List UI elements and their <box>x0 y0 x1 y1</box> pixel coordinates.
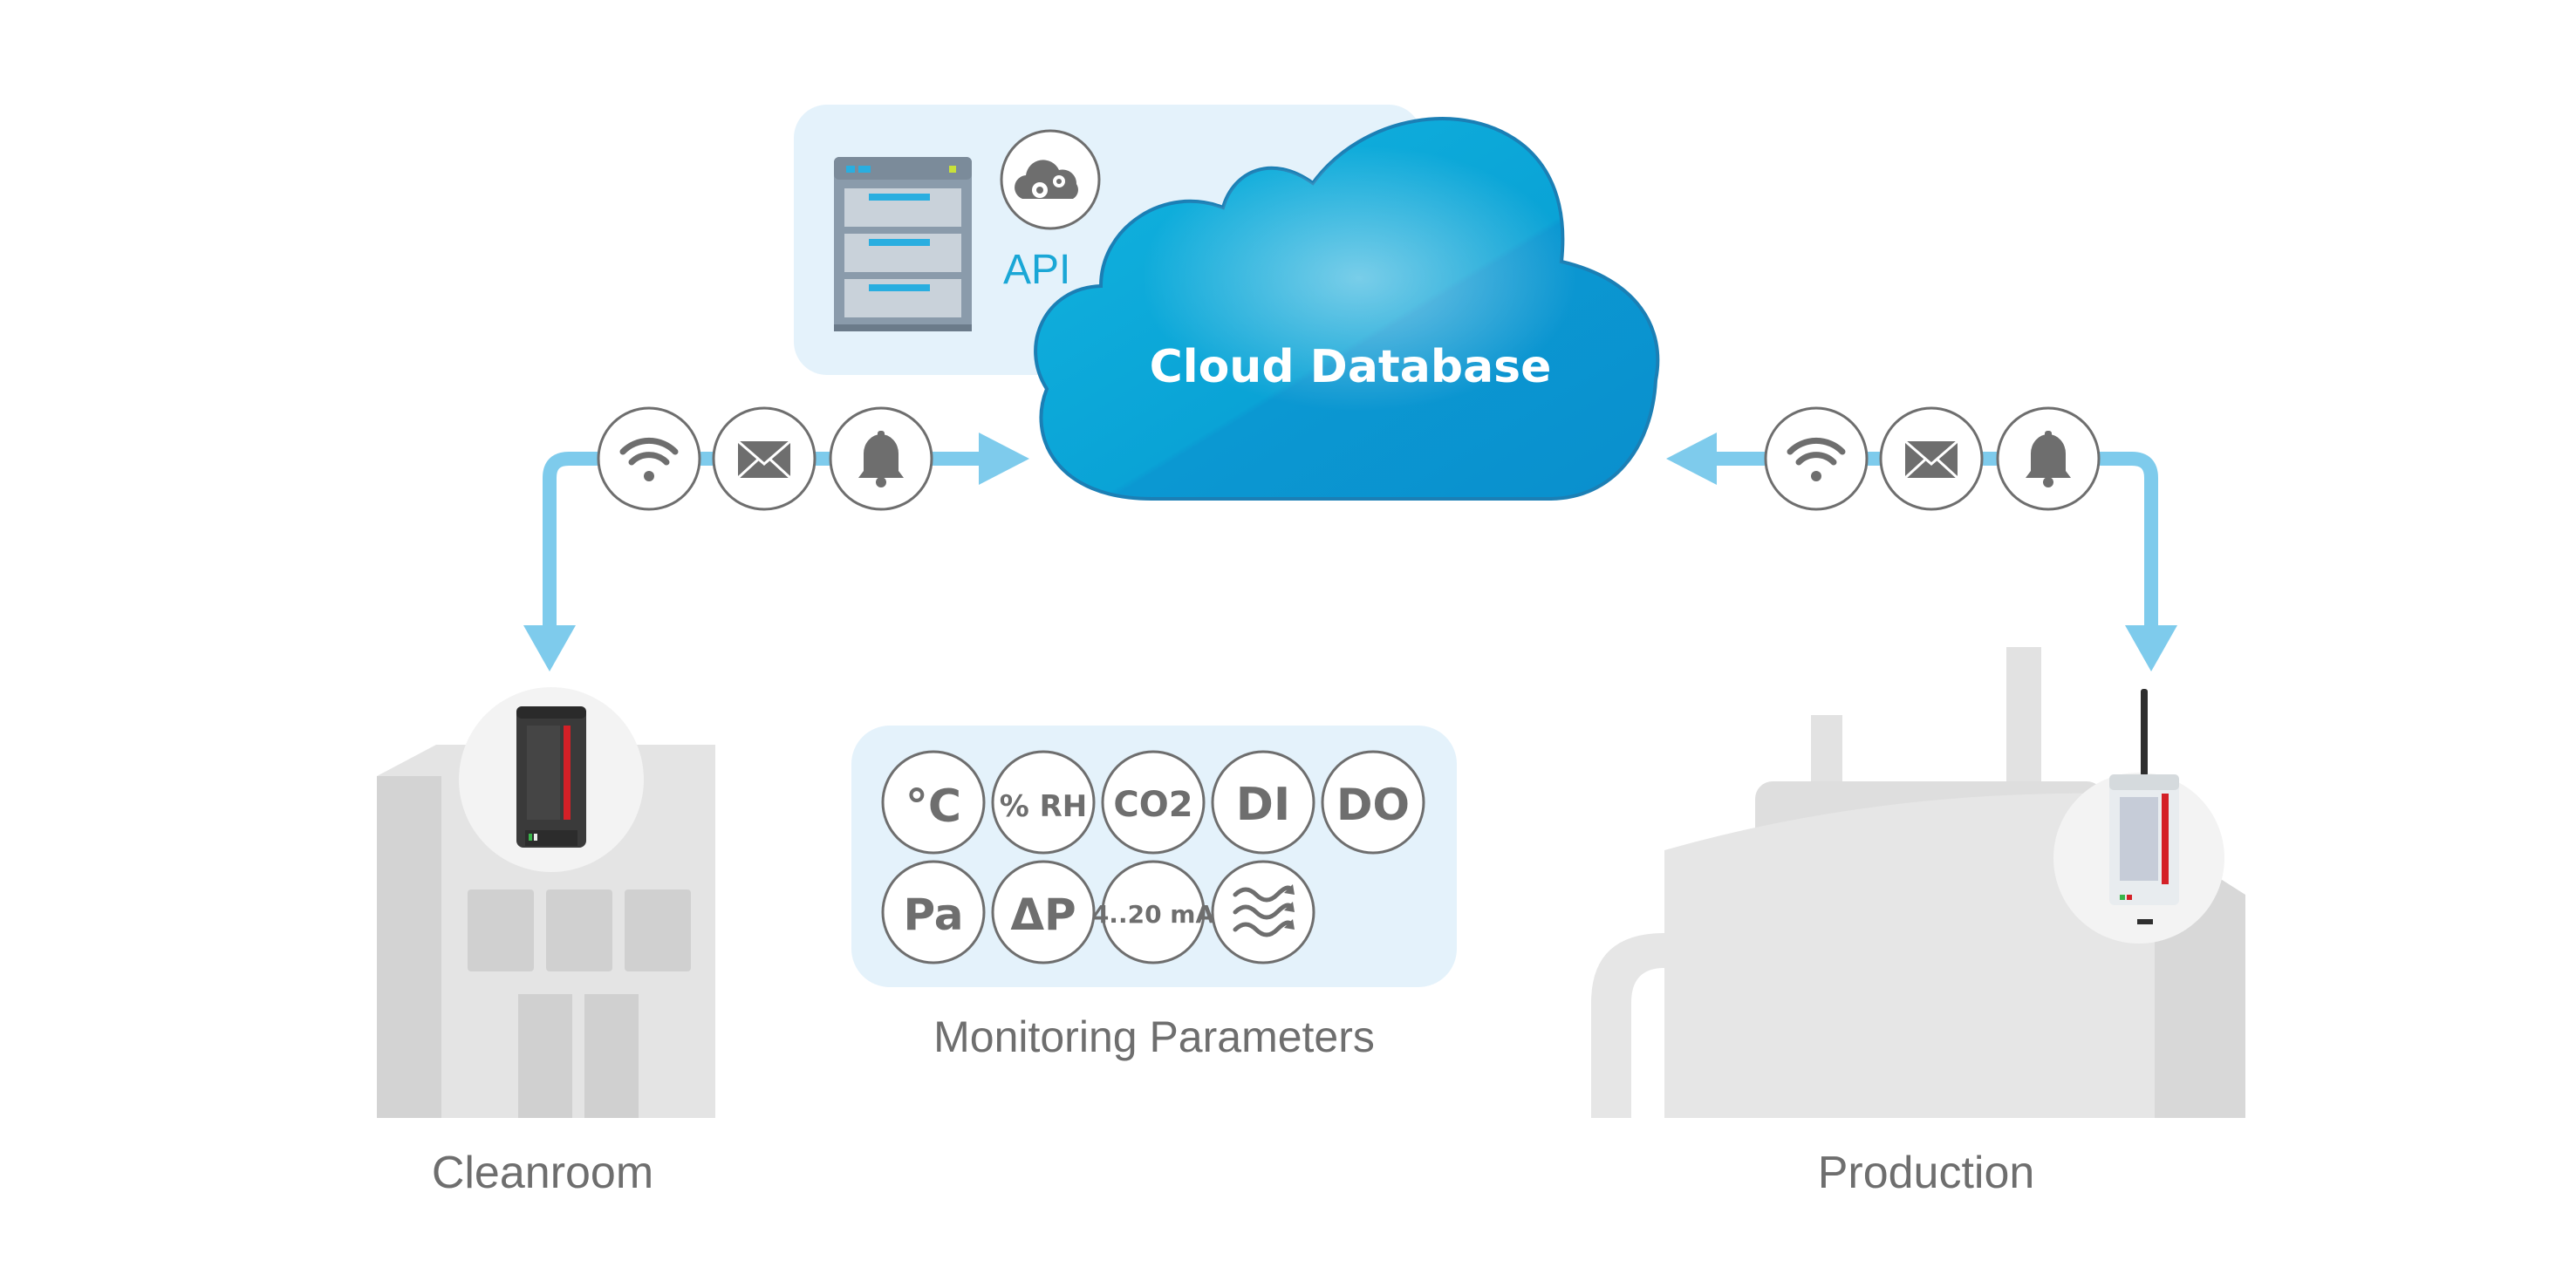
server-icon <box>834 157 972 331</box>
cleanroom-label: Cleanroom <box>432 1148 653 1198</box>
mail-icon <box>712 406 817 511</box>
cloud-title: Cloud Database <box>1150 341 1552 393</box>
cleanroom-sensor-device <box>516 706 586 848</box>
co2-icon: CO2 <box>1101 750 1206 855</box>
temperature-icon: °C <box>881 750 986 855</box>
cloud-shape <box>1034 117 1660 501</box>
right-arrow-down <box>2125 625 2177 671</box>
wifi-icon <box>1764 406 1869 511</box>
left-connector <box>543 452 994 632</box>
airflow-icon <box>1211 860 1315 964</box>
bell-icon <box>1996 406 2101 511</box>
svg-text:CO2: CO2 <box>1113 785 1192 825</box>
right-comm-icons <box>1764 406 2101 511</box>
bell-icon <box>829 406 933 511</box>
svg-text:DI: DI <box>1236 779 1291 831</box>
differential-pressure-icon: ΔP <box>991 860 1096 964</box>
svg-text:°C: °C <box>905 780 961 833</box>
svg-text:DO: DO <box>1336 780 1410 830</box>
digital-input-icon: DI <box>1211 750 1315 855</box>
svg-text:Pa: Pa <box>903 889 963 940</box>
current-loop-icon: 4..20 mA <box>1092 860 1215 964</box>
left-arrow-to-cloud <box>979 433 1029 485</box>
left-arrow-down <box>523 625 576 671</box>
production-sensor-device <box>2109 689 2179 924</box>
wifi-icon <box>597 406 701 511</box>
svg-text:ΔP: ΔP <box>1010 889 1076 940</box>
cloud-gear-icon <box>1000 129 1101 230</box>
production-label: Production <box>1818 1148 2035 1198</box>
svg-text:% RH: % RH <box>1000 789 1088 824</box>
pressure-icon: Pa <box>881 860 986 964</box>
right-arrow-to-cloud <box>1666 433 1717 485</box>
right-connector <box>1701 452 2158 632</box>
left-comm-icons <box>597 406 933 511</box>
api-label: API <box>1003 247 1070 293</box>
digital-output-icon: DO <box>1321 750 1425 855</box>
production-plant <box>1591 647 2245 1118</box>
mail-icon <box>1879 406 1984 511</box>
humidity-icon: % RH <box>991 750 1096 855</box>
monitoring-label: Monitoring Parameters <box>933 1012 1375 1061</box>
svg-text:4..20 mA: 4..20 mA <box>1092 900 1215 929</box>
